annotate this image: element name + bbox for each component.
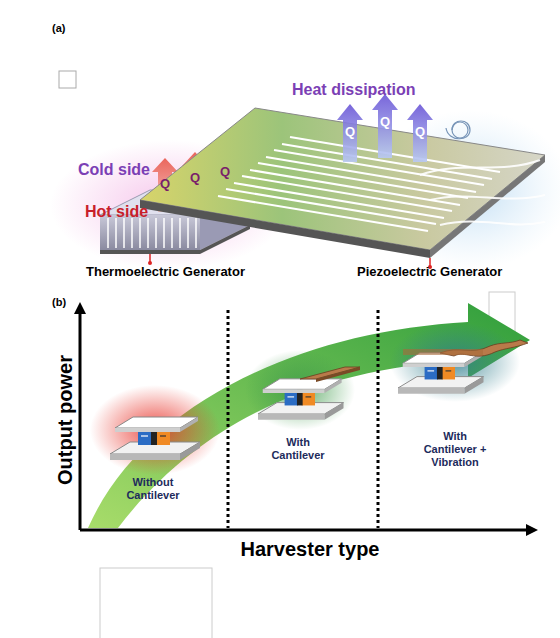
heat-symbol: Q bbox=[157, 176, 173, 192]
category-label: Without Cantilever bbox=[110, 476, 196, 502]
side-label: Cold side bbox=[78, 160, 168, 179]
piezoelectric-plate bbox=[140, 108, 545, 269]
divider-lines bbox=[228, 310, 378, 528]
component-label: Thermoelectric Generator bbox=[86, 264, 286, 280]
wind-swirl bbox=[420, 121, 545, 225]
side-label: Hot side bbox=[85, 202, 165, 221]
panel-label: (b) bbox=[52, 296, 92, 309]
trend-arrow bbox=[88, 303, 530, 528]
heat-label: Heat dissipation bbox=[292, 80, 442, 99]
category-label: With Cantilever + Vibration bbox=[420, 430, 490, 470]
heat-symbol: Q bbox=[377, 114, 393, 130]
heat-symbol: Q bbox=[342, 124, 358, 140]
heat-symbol: Q bbox=[217, 164, 233, 180]
dissipation-arrows bbox=[337, 94, 433, 162]
device-glows bbox=[90, 322, 520, 475]
blank-box bbox=[59, 71, 76, 88]
axes bbox=[74, 302, 538, 536]
heat-symbol: Q bbox=[412, 124, 428, 140]
component-label: Piezoelectric Generator bbox=[357, 264, 557, 280]
axis-title: Output power bbox=[53, 345, 77, 495]
axis-title: Harvester type bbox=[225, 537, 395, 561]
blank-box bbox=[100, 568, 212, 638]
panel-label: (a) bbox=[52, 22, 92, 35]
heat-symbol: Q bbox=[187, 170, 203, 186]
category-label: With Cantilever bbox=[262, 436, 334, 462]
